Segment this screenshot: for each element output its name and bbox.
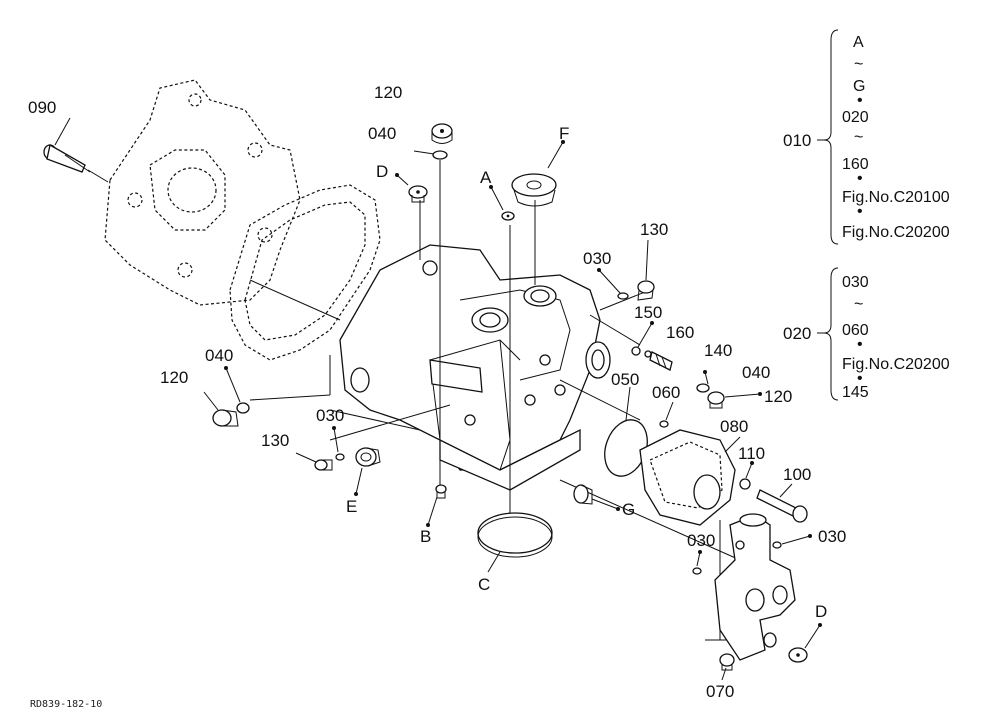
callout-a: A [480, 168, 492, 187]
legend-020-line-4: Fig.No.C20200 [842, 356, 950, 373]
plug-d-top [408, 185, 428, 203]
callout-120-right: 120 [764, 387, 792, 406]
callout-130-right: 130 [640, 220, 668, 239]
callout-e: E [346, 497, 357, 516]
legend-010-code: 010 [783, 131, 811, 150]
plug-130-left [314, 459, 333, 471]
cap-f [511, 173, 557, 207]
spool-150-160 [631, 346, 673, 371]
legend-010-line-3: • [857, 92, 863, 109]
callout-f: F [559, 124, 569, 143]
callout-b: B [420, 527, 431, 546]
callout-g: G [622, 500, 635, 519]
callout-040-top: 040 [368, 124, 396, 143]
callout-d-low: D [815, 602, 827, 621]
o-ring-030-left [335, 453, 345, 461]
plug-g [573, 484, 593, 505]
o-ring-030-right [772, 541, 782, 549]
plug-070 [719, 653, 735, 671]
o-ring-030-upper [617, 292, 629, 300]
legend-group-010: 010 A ~ G • 020 ~ 160 • Fig.No.C20100 • … [783, 29, 950, 245]
o-ring-040-left [236, 402, 250, 414]
legend-020-line-6: 145 [842, 384, 869, 401]
callout-120-left: 120 [160, 368, 188, 387]
callout-090: 090 [28, 98, 56, 117]
valve-block-020 [714, 513, 796, 661]
plug-b [435, 484, 447, 499]
bolt-100 [756, 489, 808, 523]
callout-c: C [478, 575, 490, 594]
callout-030-upper: 030 [583, 249, 611, 268]
legend-020-line-0: 030 [842, 274, 869, 291]
callout-050: 050 [611, 370, 639, 389]
callout-070: 070 [706, 682, 734, 701]
callout-110: 110 [738, 444, 765, 463]
callout-060: 060 [652, 383, 680, 402]
bolt-090 [43, 143, 109, 183]
cover-080 [639, 429, 736, 526]
rear-cover-housing [104, 79, 301, 306]
legend-020-line-2: 060 [842, 322, 869, 339]
plug-e [355, 447, 381, 467]
callout-160: 160 [666, 323, 694, 342]
legend-010-line-0: A [853, 34, 864, 51]
o-ring-040-right [696, 383, 710, 393]
callout-labels: 090 120 040 D A F 030 130 150 160 140 04… [28, 83, 846, 701]
disc-c [477, 512, 553, 558]
callout-030-right: 030 [818, 527, 846, 546]
main-pump-body [339, 244, 611, 491]
callout-030-left: 030 [316, 406, 344, 425]
washer-110 [739, 478, 751, 490]
gasket [229, 184, 381, 361]
callout-080: 080 [720, 417, 748, 436]
legend-010-line-9: • [857, 203, 863, 220]
legend-010-line-6: 160 [842, 156, 869, 173]
callout-130-left: 130 [261, 431, 289, 450]
legend-group-020: 020 030 ~ 060 • Fig.No.C20200 • 145 [783, 267, 950, 401]
o-ring-060 [659, 420, 669, 428]
legend-010-line-5: ~ [854, 129, 863, 146]
leader-lines [54, 117, 821, 681]
legend-010-line-7: • [857, 170, 863, 187]
callout-150: 150 [634, 303, 662, 322]
o-ring-030-low [692, 567, 702, 575]
callout-040-right: 040 [742, 363, 770, 382]
legend-010-line-1: ~ [854, 56, 863, 73]
figure-reference: RD839-182-10 [30, 699, 102, 710]
legend-020-code: 020 [783, 324, 811, 343]
legend-010-line-8: Fig.No.C20100 [842, 189, 950, 206]
o-ring-040-top [432, 150, 448, 160]
callout-120-top: 120 [374, 83, 402, 102]
callout-140: 140 [704, 341, 732, 360]
plug-120-left [212, 409, 239, 427]
plug-a [501, 211, 515, 221]
callout-100: 100 [783, 465, 811, 484]
callout-d-top: D [376, 162, 388, 181]
leader-dots [224, 140, 822, 627]
callout-040-left: 040 [205, 346, 233, 365]
plug-120-top [431, 123, 453, 144]
plug-d-low [788, 647, 808, 663]
legend-010-line-4: 020 [842, 109, 869, 126]
legend-020-line-5: • [857, 370, 863, 387]
legend-020-line-3: • [857, 336, 863, 353]
assembly-axes [249, 160, 760, 641]
legend-010-line-2: G [853, 78, 865, 95]
plug-130-right [637, 280, 655, 301]
legend-010-line-10: Fig.No.C20200 [842, 224, 950, 241]
plug-120-right [707, 391, 725, 409]
legend-020-line-1: ~ [854, 296, 863, 313]
callout-030-low: 030 [687, 531, 715, 550]
